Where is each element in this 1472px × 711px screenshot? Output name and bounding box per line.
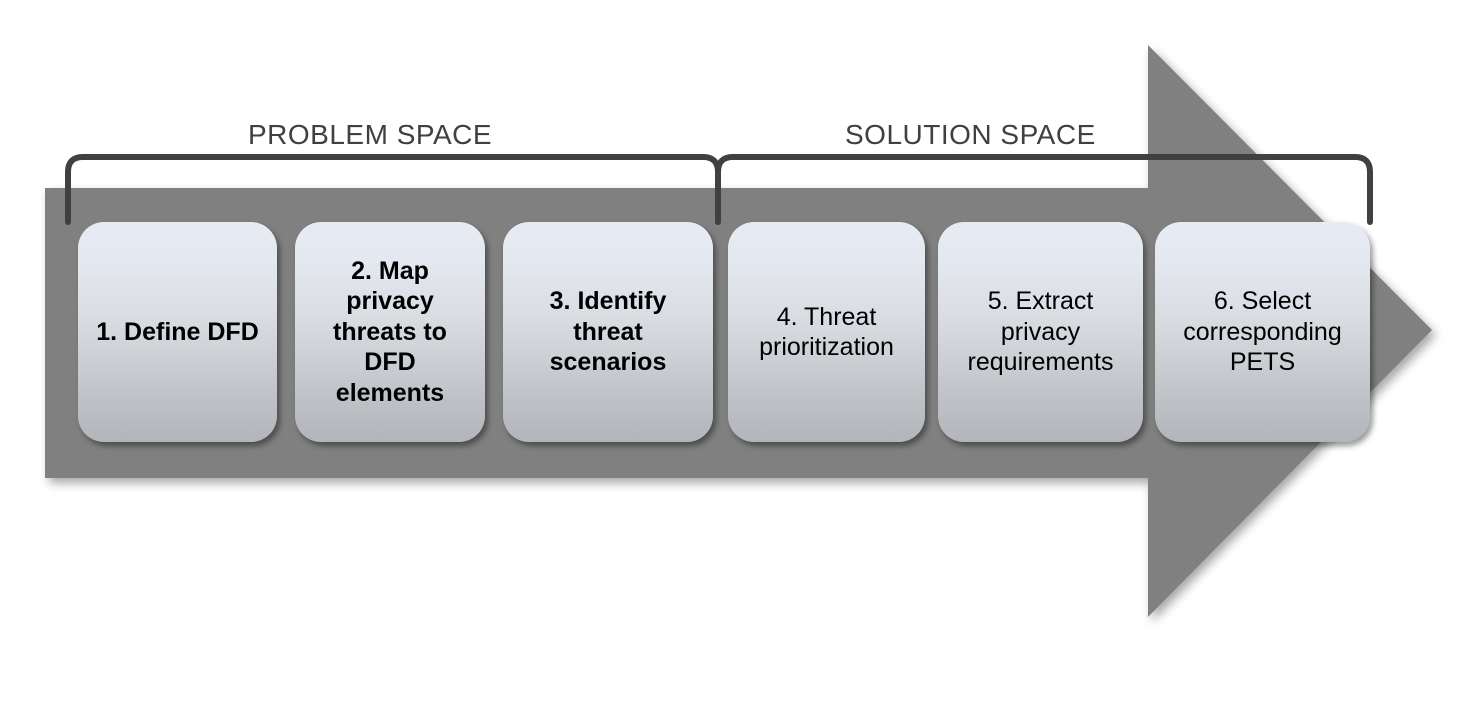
step-box-1[interactable]: 1. Define DFD xyxy=(78,222,277,442)
step-box-4[interactable]: 4. Threat prioritization xyxy=(728,222,925,442)
section-label-solution-space: SOLUTION SPACE xyxy=(845,119,1096,150)
step-box-6[interactable]: 6. Select corresponding PETS xyxy=(1155,222,1370,442)
section-label-problem-space: PROBLEM SPACE xyxy=(248,119,493,150)
step-label-4: 4. Threat prioritization xyxy=(759,302,894,362)
step-label-5: 5. Extract privacy requirements xyxy=(967,287,1114,377)
step-label-1: 1. Define DFD xyxy=(96,317,259,346)
step-box-3[interactable]: 3. Identify threat scenarios xyxy=(503,222,713,442)
step-label-6: 6. Select corresponding PETS xyxy=(1183,287,1342,377)
step-label-3: 3. Identify threat scenarios xyxy=(549,287,667,377)
step-label-2: 2. Map privacy threats to DFD elements xyxy=(333,256,447,407)
step-box-2[interactable]: 2. Map privacy threats to DFD elements xyxy=(295,222,485,442)
step-box-5[interactable]: 5. Extract privacy requirements xyxy=(938,222,1143,442)
